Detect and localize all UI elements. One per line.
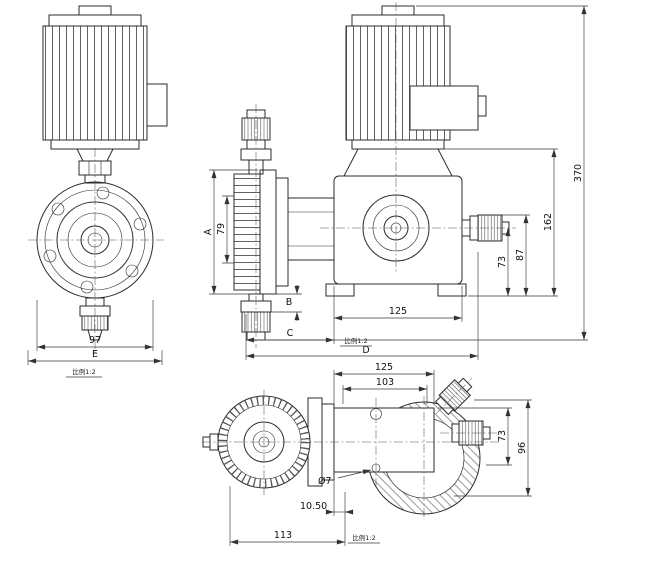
dim-label-162: 162 <box>543 213 554 231</box>
flange-bolts <box>43 186 147 294</box>
front-view: 97 E 比例1:2 <box>27 5 168 378</box>
dim-label-113: 113 <box>274 530 292 541</box>
dim-370: 370 <box>267 5 588 341</box>
dim-E: E <box>27 349 163 365</box>
scale-note-top: 比例1:2 <box>348 533 380 544</box>
dim-D: D <box>246 252 479 360</box>
dim-label-B: B <box>286 297 293 308</box>
dim-label-73-top: 73 <box>497 430 508 442</box>
pump-head-side <box>233 169 335 295</box>
dim-label-125-top: 125 <box>375 362 393 373</box>
angled-valve-top <box>434 377 473 416</box>
dim-label-103: 103 <box>376 377 394 388</box>
motor-fins-front <box>42 25 148 141</box>
dim-103: 103 <box>342 377 428 404</box>
dim-hole-dia: Ø7 <box>318 469 372 487</box>
dim-B: B <box>271 285 302 321</box>
dim-label-hole-dia: Ø7 <box>318 476 332 487</box>
foot-right <box>437 283 467 297</box>
dim-offset: 10.50 <box>300 474 354 546</box>
dim-label-D: D <box>362 345 369 356</box>
dim-label-E: E <box>92 349 98 360</box>
dim-label-73-side: 73 <box>497 256 508 268</box>
gearbox-top <box>333 407 435 473</box>
dim-87: 87 <box>502 214 530 296</box>
scale-note-front: 比例1:2 <box>66 367 102 378</box>
motor-side <box>343 5 487 177</box>
dim-label-A: A <box>203 228 214 235</box>
junction-box-front <box>146 83 168 127</box>
scale-note-front-text: 比例1:2 <box>72 367 95 376</box>
dim-73-side: 73 <box>497 228 511 296</box>
dim-97: 97 <box>36 300 154 351</box>
scale-note-side: 比例1:2 <box>340 336 372 347</box>
foot-left <box>325 283 355 297</box>
dim-73-top: 73 <box>438 407 512 466</box>
dim-label-C: C <box>287 328 294 339</box>
dim-label-87: 87 <box>515 249 526 261</box>
motor-front <box>42 5 168 184</box>
dim-label-96: 96 <box>517 442 528 454</box>
dim-113: 113 <box>229 486 345 546</box>
dim-125-side: 125 <box>333 286 463 344</box>
dim-label-offset: 10.50 <box>300 501 327 512</box>
top-view: 125 103 73 96 Ø7 10.50 <box>202 362 532 546</box>
dim-79: 79 <box>216 195 234 264</box>
dim-label-97: 97 <box>89 335 101 346</box>
dim-label-79: 79 <box>216 223 227 235</box>
dim-label-125-side: 125 <box>389 306 407 317</box>
dim-label-370: 370 <box>573 164 584 182</box>
dim-162: 162 <box>440 148 558 297</box>
junction-box-side <box>409 85 479 131</box>
scale-note-side-text: 比例1:2 <box>344 336 367 345</box>
dim-96: 96 <box>454 399 532 497</box>
scale-note-top-text: 比例1:2 <box>352 533 375 542</box>
motor-bell <box>343 148 453 177</box>
dim-125-top: 125 <box>333 362 435 404</box>
dim-A: A <box>203 169 258 295</box>
side-view: A 79 B 125 C D 比例1:2 <box>203 2 588 360</box>
